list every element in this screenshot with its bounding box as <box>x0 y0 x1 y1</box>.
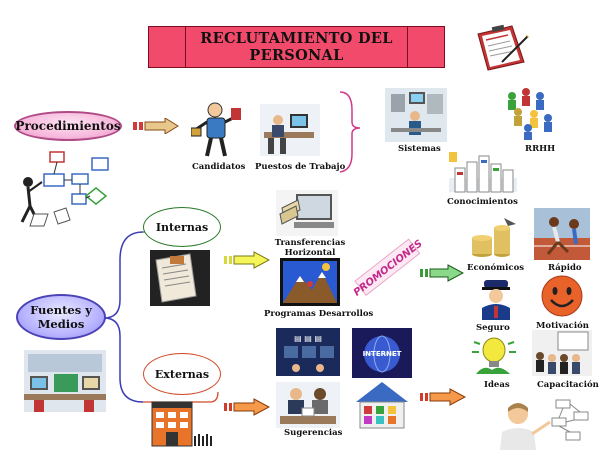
arrow-externas <box>224 398 270 416</box>
internet-icon: INTERNET <box>352 328 412 378</box>
node-internas: Internas <box>143 207 221 247</box>
programas-icon <box>280 258 340 306</box>
programas-label: Programas Desarrollos <box>264 309 374 319</box>
sugerencias-label: Sugerencias <box>284 428 343 438</box>
rrhh-icon <box>508 88 552 140</box>
clipboard-icon <box>477 24 529 71</box>
node-fuentes-medios: Fuentes y Medios <box>16 294 106 340</box>
node-externas: Externas <box>143 353 221 395</box>
promociones-label: PROMOCIONES <box>352 238 424 298</box>
sugerencias-icon <box>276 382 340 428</box>
internas-label: Internas <box>155 220 209 234</box>
conocimientos-icon <box>449 152 517 193</box>
rapido-label: Rápido <box>548 263 582 273</box>
arrow-sugerencias <box>420 388 466 406</box>
ideas-icon <box>472 337 516 374</box>
candidatos-icon <box>191 102 241 157</box>
internet-label: INTERNET <box>363 350 402 358</box>
svg-text:▤ ▤ ▤: ▤ ▤ ▤ <box>294 334 322 343</box>
flowchart-icon <box>20 151 109 227</box>
transferencias-icon <box>276 190 338 236</box>
arrow-internas <box>224 251 270 269</box>
office-icon <box>260 104 320 156</box>
economicos-label: Económicos <box>467 263 525 273</box>
fuentes-medios-label: Fuentes y Medios <box>30 303 92 331</box>
rrhh-label: RRHH <box>525 144 556 154</box>
rapido-icon <box>534 208 590 260</box>
arrow-promociones <box>420 264 464 282</box>
conocimientos-label: Conocimientos <box>447 197 518 207</box>
office-desk-icon <box>24 350 106 412</box>
motivacion-icon <box>541 275 583 317</box>
node-procedimientos: Procedimientos <box>14 111 122 141</box>
candidatos-label: Candidatos <box>192 162 246 172</box>
building-icon <box>151 401 212 447</box>
document-icon <box>150 250 210 306</box>
database-icon: ▤ ▤ ▤ <box>276 328 340 376</box>
sistemas-label: Sistemas <box>398 144 441 154</box>
externas-label: Externas <box>154 367 210 381</box>
seguro-icon <box>482 280 510 320</box>
capacitacion-icon <box>532 330 592 376</box>
economicos-icon <box>472 218 516 257</box>
arrow-procedimientos <box>133 118 179 134</box>
ideas-label: Ideas <box>484 380 510 390</box>
title-line-2: PERSONAL <box>249 47 344 64</box>
procedimientos-label: Procedimientos <box>15 119 121 133</box>
transferencias-label: Transferencias Horizontal <box>274 238 346 258</box>
promociones-banner: PROMOCIONES <box>352 238 424 298</box>
seguro-label: Seguro <box>476 323 510 333</box>
title-banner: RECLUTAMIENTO DEL PERSONAL <box>148 26 445 68</box>
presenter-icon <box>496 394 592 450</box>
puestos-trabajo-label: Puestos de Trabajo <box>255 162 346 172</box>
motivacion-label: Motivación <box>536 321 589 331</box>
capacitacion-label: Capacitación <box>537 380 599 390</box>
houses-icon <box>356 382 408 429</box>
title-line-1: RECLUTAMIENTO DEL <box>200 30 393 47</box>
sistemas-icon <box>385 88 447 142</box>
